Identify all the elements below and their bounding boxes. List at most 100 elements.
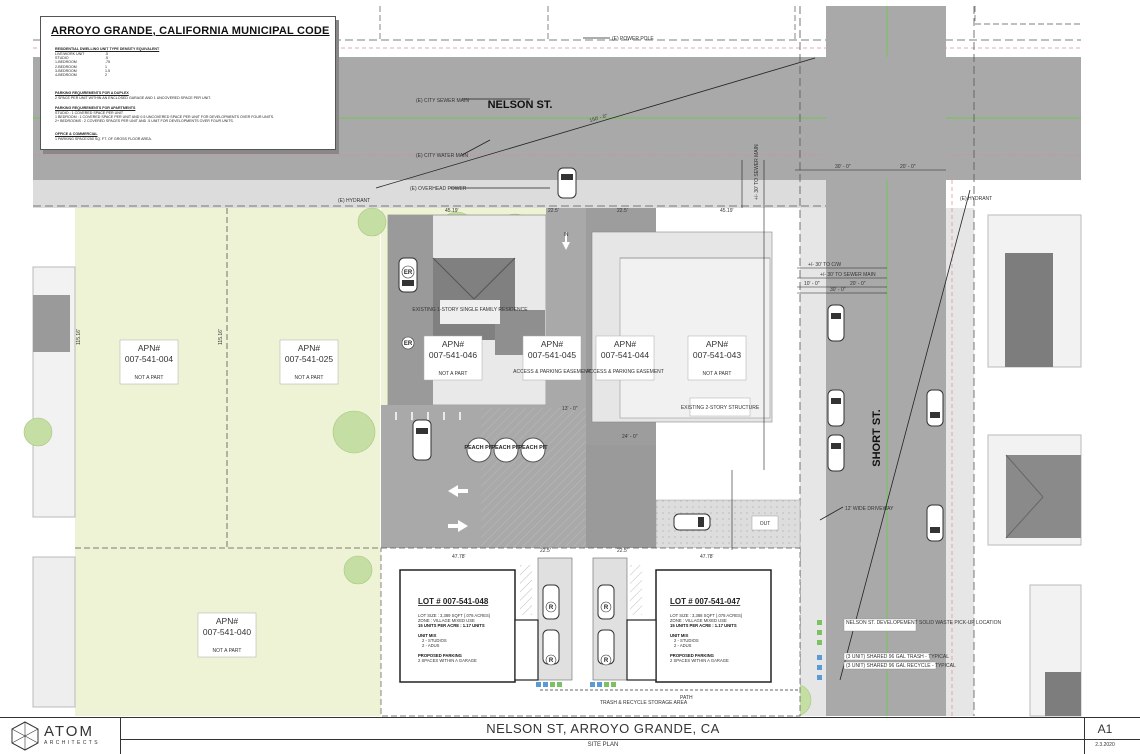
lot-units-per-acre: 15 UNITS PER ACRE : 1.17 UNITS [670,623,737,628]
parcel-note: NOT A PART [439,371,468,377]
car [827,389,845,427]
atom-logo: ATOM ARCHITECTS [6,721,118,751]
duplex-heading: PARKING REQUIREMENTS FOR A DUPLEX [55,91,129,95]
parcel-note: NOT A PART [135,375,164,381]
title-block-main: NELSON ST, ARROYO GRANDE, CA SITE PLAN [120,718,1085,754]
municipal-code-box: ARROYO GRANDE, CALIFORNIA MUNICIPAL CODE… [40,16,336,150]
dimension-texts: 45.19' 22.5' 22.5' 45.19' 47.78' 22.5' 2… [76,113,916,560]
two-story-note: EXISTING 2-STORY STRUCTURE [681,405,760,411]
lot-048-info: LOT # 007-541-048 LOT SIZE : 3,389 SQFT … [418,597,491,663]
unit-mix-heading: UNIT MIX [670,633,689,638]
car-label-er: ER [404,341,413,347]
parcel-note: NOT A PART [703,371,732,377]
density-value: 1 [105,64,107,69]
density-heading: RESIDENTIAL DWELLING UNIT TYPE DENSITY E… [55,47,160,51]
out-label: OUT [760,521,771,527]
parcel-apn-label: APN# [138,343,160,353]
density-table: LIVE/WORK UNIT .5 STUDIO .5 1-BEDROOM .75 2… [55,52,110,77]
density-type: LIVE/WORK UNIT [55,52,85,56]
sheet-name: SITE PLAN [587,742,619,748]
water-main-note: (E) CITY WATER MAIN [416,153,469,159]
density-type: 2-BEDROOM [55,64,77,69]
lot-title: LOT # 007-541-048 [418,597,489,606]
sheet-number: A1 [1097,722,1113,736]
lot-zone: ZONE : VILLAGE MIXED USE [670,618,727,623]
lot-units-per-acre: 15 UNITS PER ACRE : 1.17 UNITS [418,623,485,628]
car-label-r: R [549,605,554,611]
atom-logo-icon [11,721,39,751]
unit-mix-item: 2 - STUDIOS [422,638,447,643]
peach-pit-label: PEACH PIT [518,445,548,451]
peach-pit-label: PEACH PIT [464,445,494,451]
dim-text: 13' - 0" [562,406,578,412]
recycle-note: (3 UNIT) SHARED 96 GAL RECYCLE - TYPICAL [846,663,956,669]
density-value: .75 [105,60,110,65]
dim-text: 150' - 0" [589,113,608,124]
overhead-power-note: (E) OVERHEAD POWER [410,186,467,192]
dim-text: 47.78' [452,554,466,560]
atom-logo-text: ATOM [44,723,94,740]
parking-heading: PROPOSED PARKING [670,653,714,658]
density-value: 1.5 [105,68,110,73]
apartments-line: STUDIO : 1 COVERED SPACE PER UNIT [55,111,124,115]
car [557,167,577,199]
parcel-apn-label: APN# [298,343,320,353]
dimension-lines [731,160,946,550]
to-cw-note: +/- 30' TO C/W [808,262,841,268]
dim-10-note: 10' - 0" [804,281,820,287]
driveway-note: 12' WIDE DRIVEWAY [845,506,894,512]
trash-note: (3 UNIT) SHARED 96 GAL TRASH - TYPICAL [846,654,949,660]
car [926,504,944,542]
unit-mix-item: 2 - ADUS [422,643,440,648]
lot-zone: ZONE : VILLAGE MIXED USE [418,618,475,623]
dim-text: 115.16' [218,329,224,345]
parcel-note: NOT A PART [295,375,324,381]
dim-text: 22.5' [617,548,628,554]
parcel-number: 007-541-040 [203,627,251,637]
sheet-date: 2.3.2020 [1095,742,1115,748]
car [926,389,944,427]
sheet-number-cell: A1 2.3.2020 [1084,718,1140,754]
leader-lines [375,37,971,681]
parcel-labels: APN# 007-541-004 NOT A PART APN# 007-541… [119,335,747,658]
apartments-line: 1 BEDROOM : 1 COVERED SPACE PER UNIT AND… [55,115,275,120]
hydrant-note: (E) HYDRANT [338,198,370,204]
density-value: .5 [105,52,108,56]
parcel-number: 007-541-046 [429,350,477,360]
parking-heading: PROPOSED PARKING [418,653,462,658]
density-type: STUDIO [55,56,69,61]
utility-notes: (E) POWER POLE (E) CITY SEWER MAIN (E) C… [338,36,1002,706]
path-note: PATH [680,695,693,701]
traffic-arrows [448,232,570,532]
hydrant-note: (E) HYDRANT [960,196,992,202]
short-street-label: SHORT ST. [871,409,883,466]
density-type: 4-BEDROOM [55,73,77,78]
neighbor-buildings-right [32,214,1082,717]
parcel-apn-label: APN# [442,339,464,349]
density-type: 1-BEDROOM [55,60,77,65]
unit-mix-item: 2 - STUDIOS [674,638,699,643]
apartments-heading: PARKING REQUIREMENTS FOR APARTMENTS [55,106,136,110]
dim-text: 22.5' [617,208,628,214]
solid-waste-note: NELSON ST. DEVELOPEMENT SOLID WASTE PICK… [846,620,1002,626]
site-plan-drawing: ER ER R R R R PEACH PIT PEACH PIT PEACH … [23,6,1082,717]
dim-30-note: 30' - 0" [830,287,846,293]
power-pole-note: (E) POWER POLE [612,36,654,42]
parking-text: 2 SPACES WITHIN A GARAGE [418,658,477,663]
density-type: 3-BEDROOM [55,68,77,73]
lot-047-info: LOT # 007-541-047 LOT SIZE : 3,388 SQFT … [670,597,743,663]
density-value: .5 [105,56,108,61]
dim-text: 47.78' [700,554,714,560]
parcel-number: 007-541-045 [528,350,576,360]
unit-mix-heading: UNIT MIX [418,633,437,638]
apartments-lines: STUDIO : 1 COVERED SPACE PER UNIT 1 BEDR… [55,111,274,124]
car-label-r: R [604,605,609,611]
office-heading: OFFICE & COMMERCIAL [55,132,98,136]
parcel-note: NOT A PART [213,648,242,654]
in-label: IN [564,232,569,238]
title-block: ATOM ARCHITECTS NELSON ST, ARROYO GRANDE… [0,717,1140,754]
dim-text: 30' - 0" [835,164,851,170]
nelson-street-label: NELSON ST. [488,99,553,111]
dim-text: 20' - 0" [900,164,916,170]
project-title: NELSON ST, ARROYO GRANDE, CA [486,721,720,736]
